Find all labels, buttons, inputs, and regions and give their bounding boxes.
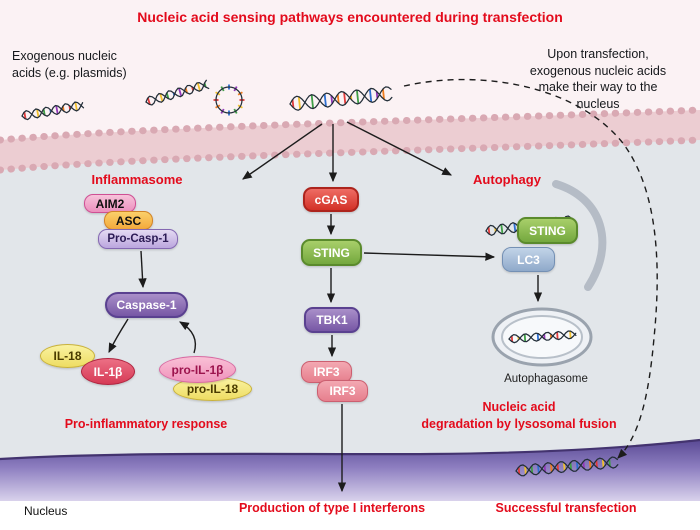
footer-strip (0, 501, 700, 530)
il1b-node: IL-1β (81, 358, 135, 385)
dashed-transfection-route-arrow (403, 78, 658, 459)
pro-casp1-node: Pro-Casp-1 (98, 229, 178, 249)
exogenous-acids-label: Exogenous nucleic acids (e.g. plasmids) (12, 49, 127, 80)
arrow-dna-to-autophagy (346, 121, 452, 176)
successful-transfection-label: Successful transfection (495, 501, 637, 515)
inflammasome-pathway-label: Inflammasome (91, 172, 183, 187)
membrane-lipid-dots-bottom (0, 136, 700, 174)
pro-inflammatory-response-label: Pro-inflammatory response (64, 417, 228, 431)
phagophore-membrane-arc (552, 180, 607, 291)
autophagy-sting-node: STING (517, 217, 578, 244)
cell-membrane (0, 110, 700, 170)
lc3-node: LC3 (502, 247, 555, 272)
lysosomal-degradation-label: Nucleic acid degradation by lysosomal fu… (421, 400, 617, 431)
diagram-title: Nucleic acid sensing pathways encountere… (137, 9, 563, 25)
arrow-caspase1-to-il1b (108, 318, 129, 354)
pro-il1b-node: pro-IL-1β (159, 356, 236, 383)
dna-icon (508, 330, 577, 344)
pathway-arrows (108, 78, 658, 493)
nucleus-edge (0, 438, 700, 461)
dna-icon (21, 101, 85, 121)
plasmid-icon (213, 84, 245, 116)
tbk1-node: TBK1 (304, 307, 360, 333)
autophagasome-label: Autophagasome (504, 373, 588, 385)
nucleus-label: Nucleus (24, 504, 68, 518)
irf3-node-b: IRF3 (317, 380, 368, 402)
arrow-procasp-to-caspase1 (138, 250, 147, 289)
dna-icon (145, 79, 210, 106)
caspase1-node: Caspase-1 (105, 292, 188, 318)
dna-icon (289, 86, 393, 111)
sting-node: STING (301, 239, 362, 266)
arrow-proil1b-to-caspase1 (179, 321, 197, 354)
autophagy-pathway-label: Autophagy (473, 172, 541, 187)
upon-transfection-label: Upon transfection, exogenous nucleic aci… (529, 47, 667, 111)
dna-icon (515, 456, 619, 477)
membrane-lipid-dots-top (0, 106, 700, 144)
type1-interferons-label: Production of type I interferons (238, 501, 426, 515)
irf3-node-a: IRF3 (301, 361, 352, 383)
cgas-node: cGAS (303, 187, 359, 212)
nucleus-region (0, 440, 700, 505)
arrow-dna-to-inflammasome (242, 123, 323, 180)
arrow-sting-to-autophagy-complex (363, 252, 496, 261)
asc-node: ASC (104, 211, 153, 230)
